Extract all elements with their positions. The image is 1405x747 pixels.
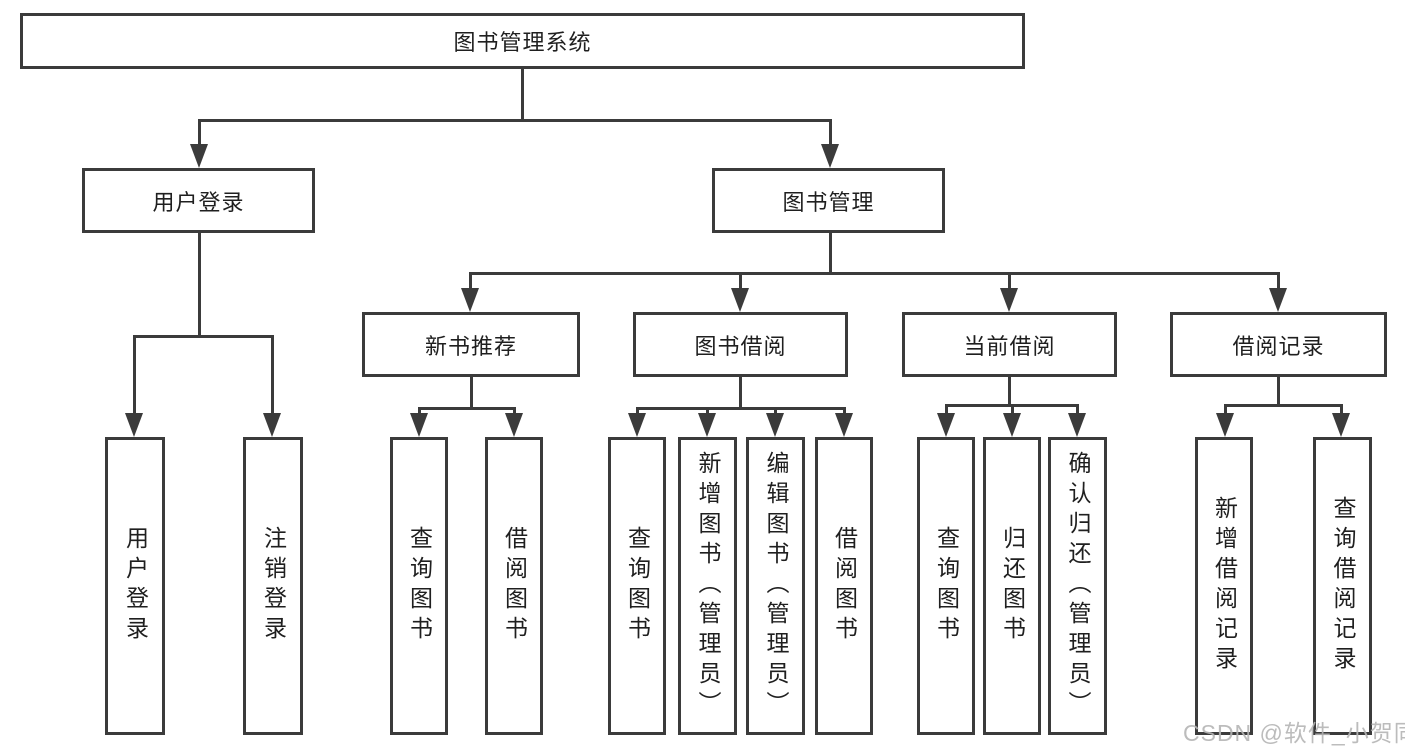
arrow-down-icon [1068,413,1086,437]
connector-bookmgmt-down [828,233,832,274]
arrow-down-icon [1269,288,1287,312]
arrow-down-icon [1332,413,1350,437]
arrow-down-icon [628,413,646,437]
connector-bookborrow-down [738,377,742,409]
connector-stub [1223,405,1227,416]
arrow-down-icon [821,144,839,168]
arrow-down-icon [125,413,143,437]
connector-stub [132,336,136,415]
arrow-down-icon [190,144,208,168]
connector-currentborrow-down [1007,377,1011,407]
leaf-nb-borrow-books-label: 借阅图书 [501,526,528,646]
connector-stub [842,408,846,416]
leaf-bb-add-books-admin: 新增图书（管理员） [678,437,737,735]
node-book-borrow: 图书借阅 [633,312,848,377]
connector-stub [468,273,472,290]
node-borrow-records-label: 借阅记录 [1232,333,1325,359]
leaf-bb-query-books: 查询图书 [608,437,666,735]
connector-stub [635,408,639,416]
connector-stub [512,408,516,416]
leaf-br-add-record-label: 新增借阅记录 [1211,496,1238,676]
leaf-cb-confirm-return-admin: 确认归还（管理员） [1048,437,1107,735]
leaf-bb-add-books-admin-label: 新增图书（管理员） [695,451,721,721]
arrow-down-icon [835,413,853,437]
leaf-cb-return-books-label: 归还图书 [999,526,1026,646]
node-root-label: 图书管理系统 [453,30,592,55]
connector-root-down [520,69,524,121]
connector-stub [705,408,709,416]
leaf-cb-return-books: 归还图书 [983,437,1041,735]
arrow-down-icon [410,413,428,437]
connector-stub [944,405,948,416]
leaf-cb-query-books-label: 查询图书 [933,526,960,646]
connector-l2-left-stub [197,120,201,146]
leaf-cb-query-books: 查询图书 [917,437,975,735]
connector-stub [1007,273,1011,290]
connector-bookborrow-split [635,406,846,410]
arrow-down-icon [505,413,523,437]
connector-newbooks-down [469,377,473,409]
arrow-down-icon [1000,288,1018,312]
node-book-borrow-label: 图书借阅 [694,333,787,359]
leaf-bb-edit-books-admin: 编辑图书（管理员） [746,437,805,735]
leaf-nb-borrow-books: 借阅图书 [485,437,543,735]
leaf-logout-label: 注销登录 [260,526,287,646]
connector-stub [417,408,421,416]
leaf-nb-query-books: 查询图书 [390,437,448,735]
node-book-management-label: 图书管理 [782,189,875,215]
node-book-management: 图书管理 [712,168,945,233]
connector-userlogin-down [197,233,201,337]
leaf-bb-borrow-books-label: 借阅图书 [831,526,858,646]
connector-stub [1075,405,1079,416]
leaf-cb-confirm-return-admin-label: 确认归还（管理员） [1065,451,1091,721]
leaf-nb-query-books-label: 查询图书 [406,526,433,646]
connector-records-split [1223,403,1343,407]
node-current-borrow: 当前借阅 [902,312,1117,377]
csdn-watermark: CSDN @软件_小贺同学 [1183,720,1405,746]
leaf-br-query-record: 查询借阅记录 [1313,437,1372,735]
connector-l3-split [468,271,1280,275]
connector-stub [1276,273,1280,290]
connector-userlogin-split [132,334,274,338]
arrow-down-icon [937,413,955,437]
node-new-book-recommend: 新书推荐 [362,312,580,377]
node-borrow-records: 借阅记录 [1170,312,1387,377]
arrow-down-icon [731,288,749,312]
arrow-down-icon [263,413,281,437]
node-current-borrow-label: 当前借阅 [963,333,1056,359]
connector-stub [270,336,274,415]
leaf-bb-edit-books-admin-label: 编辑图书（管理员） [763,451,789,721]
node-new-book-recommend-label: 新书推荐 [424,333,517,359]
connector-newbooks-split [417,406,516,410]
leaf-bb-borrow-books: 借阅图书 [815,437,873,735]
connector-records-down [1276,377,1280,407]
connector-l2-split [197,118,832,122]
connector-stub [773,408,777,416]
arrow-down-icon [461,288,479,312]
connector-stub [1339,405,1343,416]
connector-stub [1010,405,1014,416]
leaf-logout: 注销登录 [243,437,303,735]
connector-stub [738,273,742,290]
node-root: 图书管理系统 [20,13,1025,69]
leaf-bb-query-books-label: 查询图书 [624,526,651,646]
arrow-down-icon [698,413,716,437]
leaf-user-login-label: 用户登录 [122,526,149,646]
leaf-br-query-record-label: 查询借阅记录 [1330,496,1356,676]
arrow-down-icon [766,413,784,437]
node-user-login: 用户登录 [82,168,315,233]
arrow-down-icon [1003,413,1021,437]
connector-l2-right-stub [828,120,832,146]
leaf-br-add-record: 新增借阅记录 [1195,437,1253,735]
arrow-down-icon [1216,413,1234,437]
node-user-login-label: 用户登录 [152,189,245,215]
leaf-user-login: 用户登录 [105,437,165,735]
